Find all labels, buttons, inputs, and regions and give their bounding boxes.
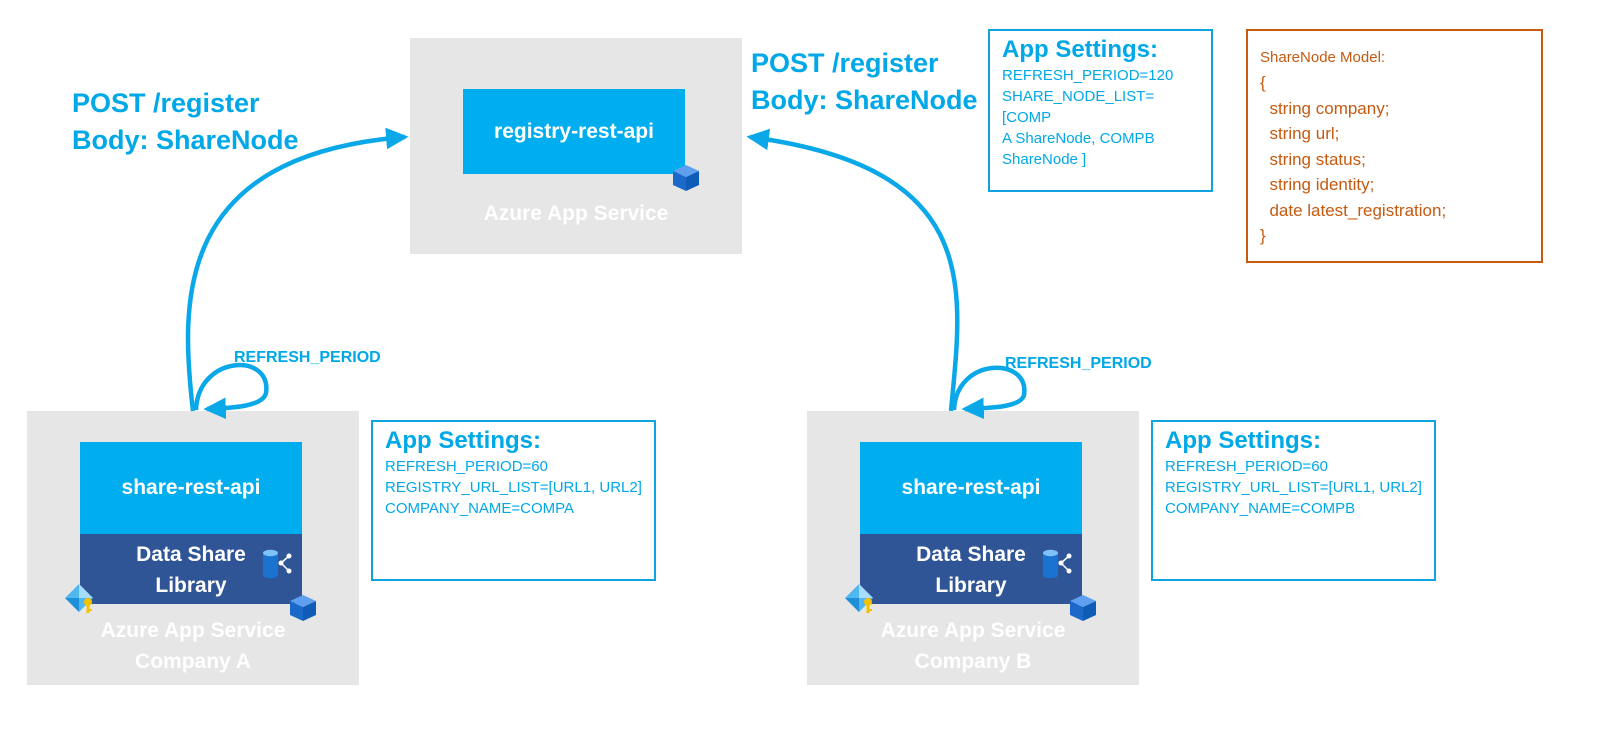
- settings-line: REFRESH_PERIOD=60: [385, 458, 548, 475]
- model-line: {: [1260, 73, 1266, 92]
- company-b-app-settings-box: App Settings: REFRESH_PERIOD=60 REGISTRY…: [1151, 420, 1436, 581]
- company-b-refresh-period-label: REFRESH_PERIOD: [1005, 355, 1152, 372]
- company-b-register-arrow: [746, 128, 960, 412]
- right-post-register-label: POST /register Body: ShareNode: [751, 48, 978, 115]
- settings-title: App Settings:: [1165, 427, 1321, 454]
- key-vault-icon: [65, 584, 93, 613]
- model-line: string status;: [1260, 149, 1366, 169]
- company-a-refresh-period-label: REFRESH_PERIOD: [234, 349, 381, 366]
- company-a-service-label: Azure App Service Company A: [100, 619, 286, 673]
- registry-service-label: Azure App Service: [483, 202, 669, 225]
- registry-rest-api-box: registry-rest-api: [463, 89, 685, 174]
- app-service-cube-icon: [1070, 595, 1096, 621]
- sharenode-model-box: ShareNode Model: { string company; strin…: [1246, 29, 1543, 263]
- settings-line: REGISTRY_URL_LIST=[URL1, URL2]: [385, 479, 642, 496]
- settings-title: App Settings:: [385, 427, 541, 454]
- key-vault-icon: [845, 584, 873, 613]
- app-service-cube-icon: [673, 165, 699, 191]
- company-b-service-label: Azure App Service Company B: [880, 619, 1066, 673]
- settings-line: COMPANY_NAME=COMPB: [1165, 500, 1356, 517]
- model-line: string url;: [1260, 124, 1340, 143]
- company-b-refresh-loop-arrow: [951, 365, 1027, 420]
- data-share-icon: [1043, 549, 1072, 579]
- model-title: ShareNode Model:: [1260, 49, 1386, 66]
- app-service-cube-icon: [290, 595, 316, 621]
- settings-line: COMPANY_NAME=COMPA: [385, 500, 575, 517]
- company-a-refresh-loop-arrow: [193, 362, 269, 420]
- model-line: string company;: [1260, 98, 1390, 118]
- data-share-icon: [263, 549, 292, 579]
- model-line: string identity;: [1260, 175, 1375, 194]
- left-post-register-label: POST /register Body: ShareNode: [72, 88, 299, 155]
- model-line: date latest_registration;: [1260, 200, 1447, 220]
- company-a-data-share-library: Data Share Library: [80, 534, 302, 604]
- company-a-app-settings-box: App Settings: REFRESH_PERIOD=60 REGISTRY…: [371, 420, 656, 581]
- company-a-register-arrow: [185, 127, 409, 412]
- company-a-share-rest-api-box: share-rest-api: [80, 442, 302, 534]
- company-b-share-rest-api-box: share-rest-api: [860, 442, 1082, 534]
- settings-line: REFRESH_PERIOD=120: [1002, 67, 1174, 84]
- registry-app-settings-box: App Settings: REFRESH_PERIOD=120 SHARE_N…: [988, 29, 1213, 192]
- settings-line: SHARE_NODE_LIST=[COMP: [1002, 88, 1155, 126]
- model-line: }: [1260, 226, 1266, 245]
- settings-line: REFRESH_PERIOD=60: [1165, 458, 1328, 475]
- settings-line: A ShareNode, COMPB: [1002, 130, 1155, 147]
- settings-title: App Settings:: [1002, 36, 1158, 63]
- settings-line: REGISTRY_URL_LIST=[URL1, URL2]: [1165, 479, 1422, 496]
- settings-line: ShareNode ]: [1002, 151, 1087, 168]
